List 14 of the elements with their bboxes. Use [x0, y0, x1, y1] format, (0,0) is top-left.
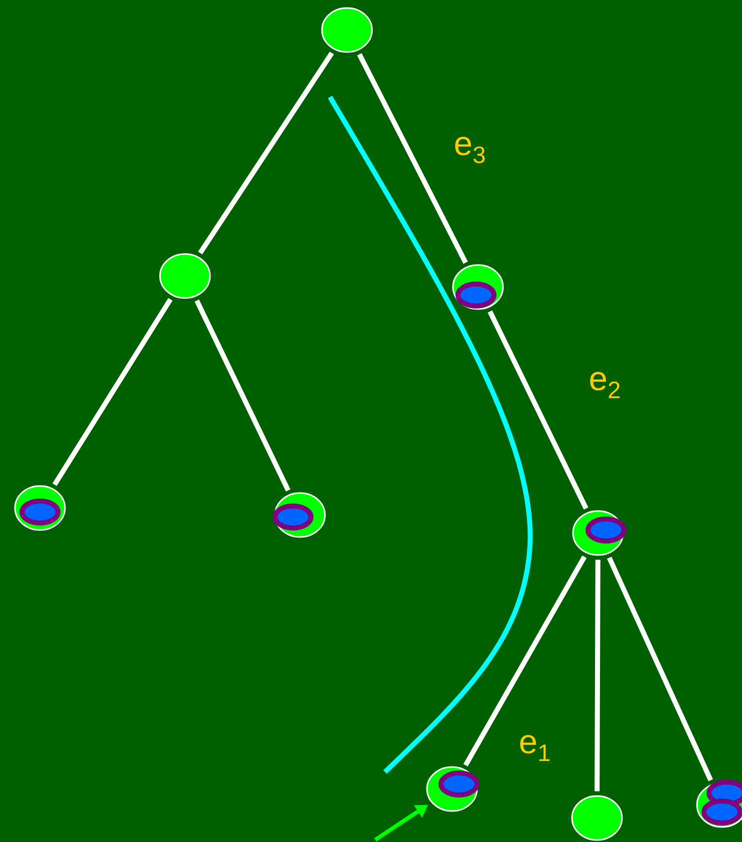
- tree-edge: [357, 53, 468, 264]
- tree-edge: [198, 52, 334, 254]
- tree-edge: [607, 556, 713, 782]
- tree-node: [571, 795, 623, 841]
- tree-edge: [488, 310, 588, 510]
- tree-node: [159, 253, 211, 299]
- edge-name: e$_{3}$: [455, 136, 485, 164]
- edge-name: e$_{2}$: [590, 372, 620, 398]
- tree-edge: [463, 556, 587, 766]
- tree-edge: [52, 298, 173, 486]
- tree-edge: [594, 560, 600, 792]
- tree-edge: [194, 299, 290, 492]
- tree-node: [321, 7, 373, 53]
- edge-name: e$_{1}$: [520, 734, 550, 761]
